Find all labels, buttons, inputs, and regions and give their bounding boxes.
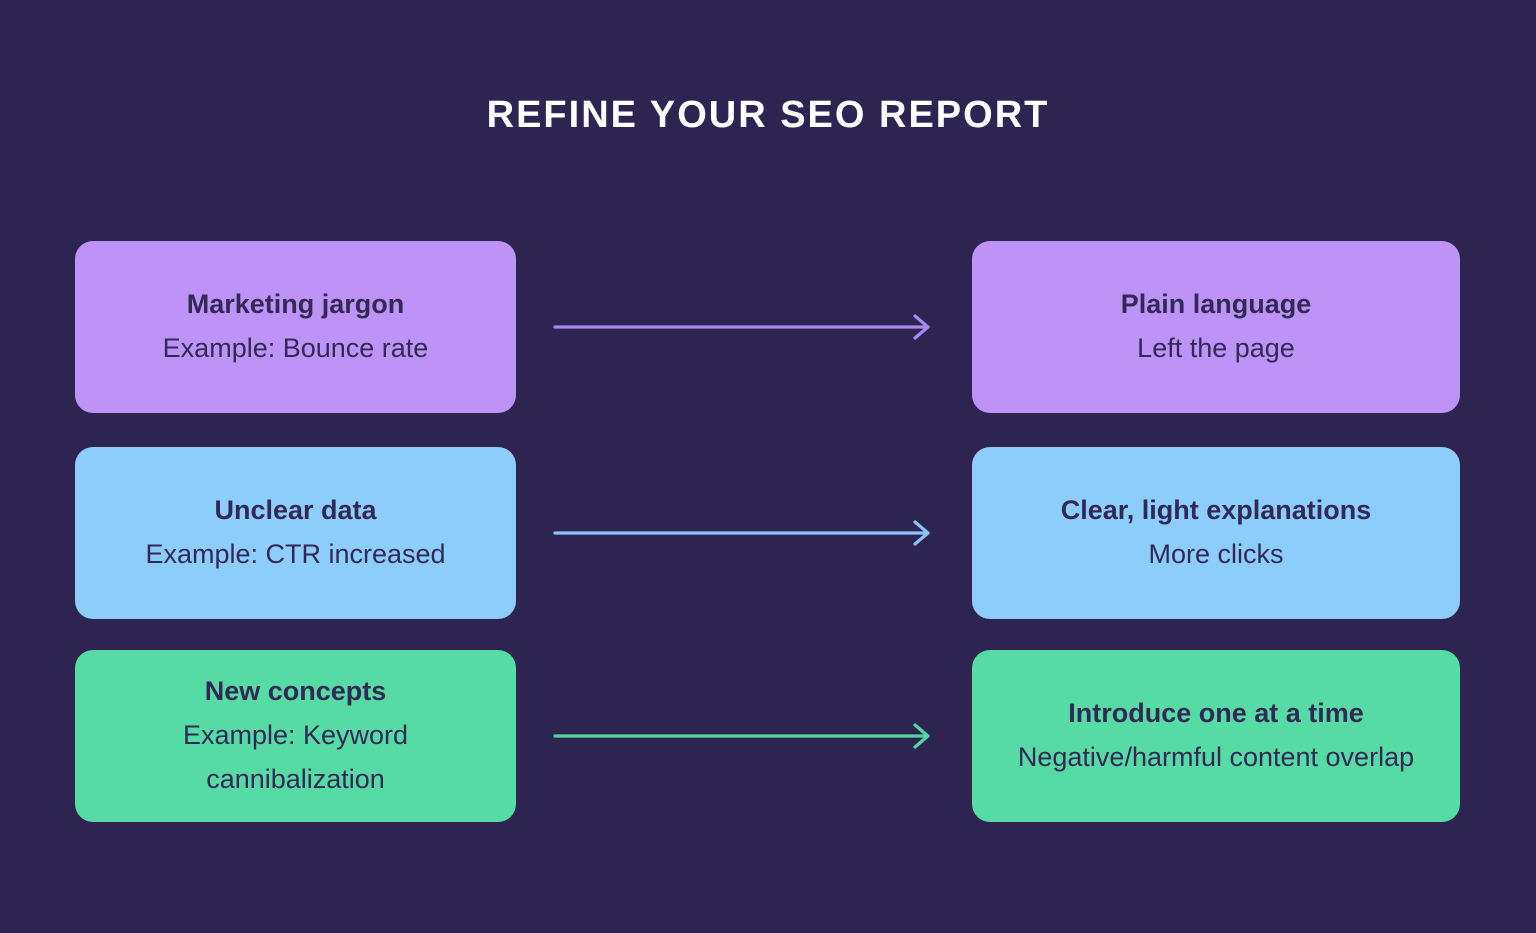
card-subtext: More clicks <box>1148 539 1284 569</box>
page-title: REFINE YOUR SEO REPORT <box>486 94 1050 136</box>
flow-row-new-concepts: New concepts Example: Keyword cannibaliz… <box>0 650 1536 822</box>
card-clear-light-explanations: Clear, light explanations More clicks <box>972 447 1460 619</box>
card-subtext: Left the page <box>1137 333 1295 363</box>
flow-row-marketing-jargon: Marketing jargon Example: Bounce rate Pl… <box>0 241 1536 413</box>
card-heading: Clear, light explanations <box>1060 495 1372 526</box>
card-subtext: Negative/harmful content overlap <box>1017 742 1415 772</box>
right-arrow-icon <box>553 723 930 749</box>
card-marketing-jargon: Marketing jargon Example: Bounce rate <box>75 241 516 413</box>
card-heading: Introduce one at a time <box>1068 698 1364 729</box>
card-heading: Plain language <box>1120 289 1312 320</box>
card-subtext: Example: CTR increased <box>145 539 446 569</box>
card-heading: New concepts <box>204 676 387 707</box>
flow-row-unclear-data: Unclear data Example: CTR increased Clea… <box>0 447 1536 619</box>
right-arrow-icon <box>553 314 930 340</box>
card-subtext: Example: Keyword cannibalization <box>182 720 409 794</box>
card-unclear-data: Unclear data Example: CTR increased <box>75 447 516 619</box>
right-arrow-icon <box>553 520 930 546</box>
card-plain-language: Plain language Left the page <box>972 241 1460 413</box>
card-heading: Marketing jargon <box>186 289 405 320</box>
card-new-concepts: New concepts Example: Keyword cannibaliz… <box>75 650 516 822</box>
card-subtext: Example: Bounce rate <box>162 333 429 363</box>
card-heading: Unclear data <box>214 495 377 526</box>
card-introduce-one-at-a-time: Introduce one at a time Negative/harmful… <box>972 650 1460 822</box>
